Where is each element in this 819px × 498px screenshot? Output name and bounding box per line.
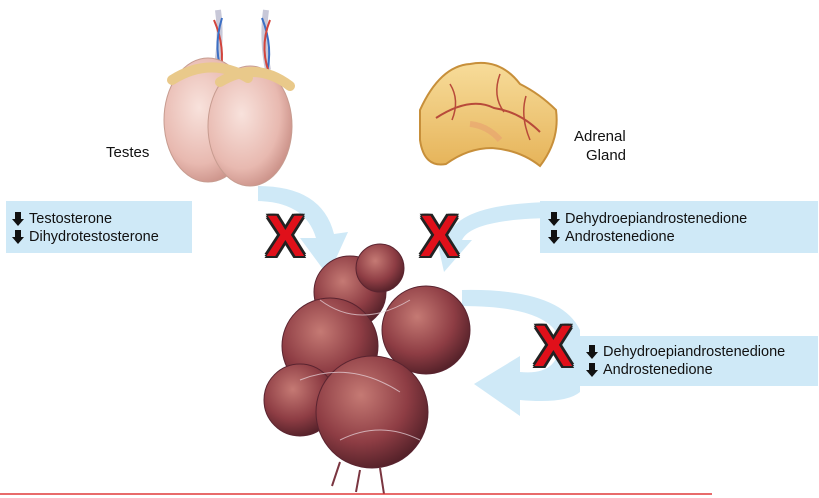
hormone-name: Dehydroepiandrostenedione [565,210,747,228]
hormone-name: Testosterone [29,210,112,228]
hormone-item: Dehydroepiandrostenedione [548,210,747,228]
hormone-item: Androstenedione [548,228,747,246]
adrenal-block-x: X [420,208,459,266]
adrenal-gland-illustration [420,63,557,166]
down-arrow-icon [12,230,24,244]
hormone-item: Androstenedione [586,361,785,379]
down-arrow-icon [12,212,24,226]
hormone-item: Dehydroepiandrostenedione [586,343,785,361]
hormone-name: Dihydrotestosterone [29,228,159,246]
testes-hormone-list: Testosterone Dihydrotestosterone [12,210,159,246]
down-arrow-icon [586,363,598,377]
adrenal-label-line1: Adrenal [574,128,626,146]
tumor-block-x: X [534,318,573,376]
down-arrow-icon [586,345,598,359]
adrenal-hormone-list: Dehydroepiandrostenedione Androstenedion… [548,210,747,246]
hormone-name: Androstenedione [565,228,675,246]
hormone-item: Dihydrotestosterone [12,228,159,246]
testes-illustration [164,10,292,186]
down-arrow-icon [548,230,560,244]
hormone-name: Dehydroepiandrostenedione [603,343,785,361]
down-arrow-icon [548,212,560,226]
hormone-name: Androstenedione [603,361,713,379]
adrenal-label-line2: Gland [586,147,626,165]
tumor-cluster-illustration [264,244,470,494]
testes-label: Testes [106,144,149,162]
hormone-item: Testosterone [12,210,159,228]
testes-block-x: X [266,208,305,266]
tumor-hormone-list: Dehydroepiandrostenedione Androstenedion… [586,343,785,379]
